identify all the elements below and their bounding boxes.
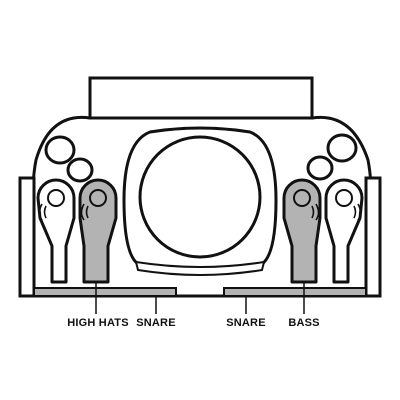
high-hats-label: HIGH HATS (67, 317, 128, 329)
bass-trigger (282, 178, 322, 284)
right-top-button (326, 133, 358, 163)
center-drum-pad (138, 135, 262, 259)
left-bottom-button (66, 157, 94, 183)
right-side-handle (364, 176, 382, 298)
top-display-slot (88, 76, 314, 120)
outer-right-vibration-icon (353, 203, 362, 221)
snare-left-label: SNARE (136, 317, 176, 329)
left-top-button (44, 135, 76, 165)
snare-right-label: SNARE (226, 317, 266, 329)
high-hats-vibration-icon (80, 203, 89, 221)
outer-left-trigger-knob (47, 189, 65, 207)
high-hats-trigger (78, 178, 118, 284)
outer-right-trigger (324, 178, 364, 284)
outer-right-trigger-knob (335, 189, 353, 207)
center-pad-lip (134, 260, 266, 276)
bass-vibration-icon (311, 203, 320, 221)
outer-left-trigger (36, 178, 76, 284)
bass-trigger-knob (293, 189, 311, 207)
left-side-handle (18, 176, 36, 298)
bass-label: BASS (288, 317, 319, 329)
outer-left-vibration-icon (38, 203, 47, 221)
snare-left-pad (33, 287, 177, 297)
snare-right-pad (223, 287, 367, 297)
right-bottom-button (306, 155, 334, 181)
high-hats-trigger-knob (89, 189, 107, 207)
